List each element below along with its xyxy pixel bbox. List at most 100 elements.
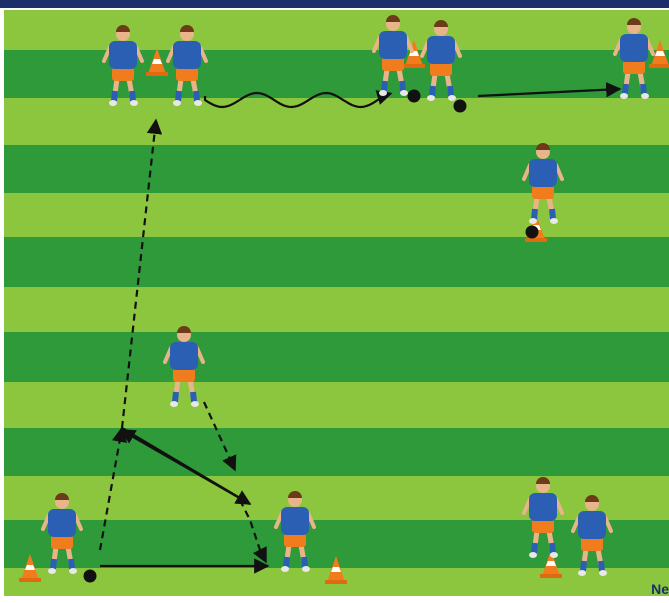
player-sock-left xyxy=(531,542,538,554)
player-sock-left xyxy=(50,558,57,570)
player-shorts xyxy=(284,533,306,547)
player-shirt xyxy=(109,41,137,69)
run-line-long-up xyxy=(120,118,163,429)
player-shirt xyxy=(379,31,407,59)
grass-stripe-4 xyxy=(4,332,669,382)
player-2 xyxy=(166,25,208,106)
dribble-wavy-line xyxy=(203,90,393,109)
player-shoe-right xyxy=(302,566,310,572)
player-shorts xyxy=(623,60,645,74)
player-sock-right xyxy=(640,83,647,95)
cone-stripe xyxy=(655,51,665,56)
player-shoe-left xyxy=(379,90,387,96)
player-hair xyxy=(288,491,302,498)
player-3 xyxy=(372,15,414,96)
player-6 xyxy=(522,143,564,224)
player-shirt xyxy=(173,41,201,69)
player-hair xyxy=(386,15,400,22)
player-hair xyxy=(536,143,550,150)
player-hair xyxy=(177,326,191,333)
player-sock-right xyxy=(549,542,556,554)
ball-1 xyxy=(407,89,421,103)
player-1 xyxy=(102,25,144,106)
player-sock-right xyxy=(447,85,454,97)
player-sock-right xyxy=(190,391,197,403)
player-sock-left xyxy=(172,391,179,403)
cone-7 xyxy=(540,550,562,578)
player-shorts xyxy=(176,67,198,81)
player-sock-right xyxy=(68,558,75,570)
player-sock-right xyxy=(129,90,136,102)
ball-3 xyxy=(83,569,97,583)
grass-stripe-2 xyxy=(4,145,669,193)
player-hair xyxy=(55,493,69,500)
player-shirt xyxy=(620,34,648,62)
player-hair xyxy=(627,18,641,25)
cone-base xyxy=(146,72,168,76)
movement-lines xyxy=(98,81,622,574)
player-shirt xyxy=(48,509,76,537)
grass-stripe-3 xyxy=(4,237,669,287)
player-sock-left xyxy=(175,90,182,102)
cone-stripe xyxy=(546,561,556,566)
player-sock-right xyxy=(399,80,406,92)
player-hair xyxy=(180,25,194,32)
player-shorts xyxy=(382,57,404,71)
player-hair xyxy=(536,477,550,484)
player-5 xyxy=(613,18,655,99)
player-shoe-left xyxy=(529,552,537,558)
balls xyxy=(83,89,539,583)
player-shoe-right xyxy=(641,93,649,99)
player-shoe-left xyxy=(170,401,178,407)
player-shoe-right xyxy=(191,401,199,407)
player-sock-left xyxy=(381,80,388,92)
player-shorts xyxy=(430,62,452,76)
cone-6 xyxy=(325,556,347,584)
player-sock-right xyxy=(549,208,556,220)
cone-base xyxy=(19,578,41,582)
player-shorts xyxy=(173,368,195,382)
player-sock-left xyxy=(622,83,629,95)
player-hair xyxy=(116,25,130,32)
player-shoe-left xyxy=(48,568,56,574)
run-line-middle xyxy=(202,401,237,472)
cone-base xyxy=(525,238,547,242)
ball-4 xyxy=(525,225,539,239)
player-shirt xyxy=(529,159,557,187)
player-sock-left xyxy=(429,85,436,97)
player-sock-left xyxy=(283,556,290,568)
player-sock-right xyxy=(193,90,200,102)
player-shorts xyxy=(532,185,554,199)
player-shoe-right xyxy=(194,100,202,106)
run-line-to-receiver xyxy=(239,499,267,564)
cone-stripe xyxy=(25,565,35,570)
player-sock-right xyxy=(598,560,605,572)
player-shirt xyxy=(281,507,309,535)
player-shirt xyxy=(427,36,455,64)
cone-base xyxy=(325,580,347,584)
frame-top-bar xyxy=(0,0,669,8)
player-11 xyxy=(571,495,613,576)
cone-3 xyxy=(649,40,669,68)
grass-stripe-5 xyxy=(4,428,669,476)
pass-line-top-right xyxy=(477,81,622,98)
pass-line-diagonal-return xyxy=(119,429,251,505)
player-shoe-left xyxy=(281,566,289,572)
cone-5 xyxy=(19,554,41,582)
player-shorts xyxy=(581,537,603,551)
cone-stripe xyxy=(152,59,162,64)
player-shoe-right xyxy=(599,570,607,576)
player-sock-left xyxy=(531,208,538,220)
player-shorts xyxy=(112,67,134,81)
player-7 xyxy=(163,326,205,407)
cone-stripe xyxy=(331,567,341,572)
player-shirt xyxy=(170,342,198,370)
player-shoe-left xyxy=(529,218,537,224)
player-sock-left xyxy=(580,560,587,572)
player-shoe-left xyxy=(173,100,181,106)
player-shoe-right xyxy=(69,568,77,574)
player-8 xyxy=(41,493,83,574)
player-hair xyxy=(585,495,599,502)
grass-field xyxy=(4,10,669,596)
